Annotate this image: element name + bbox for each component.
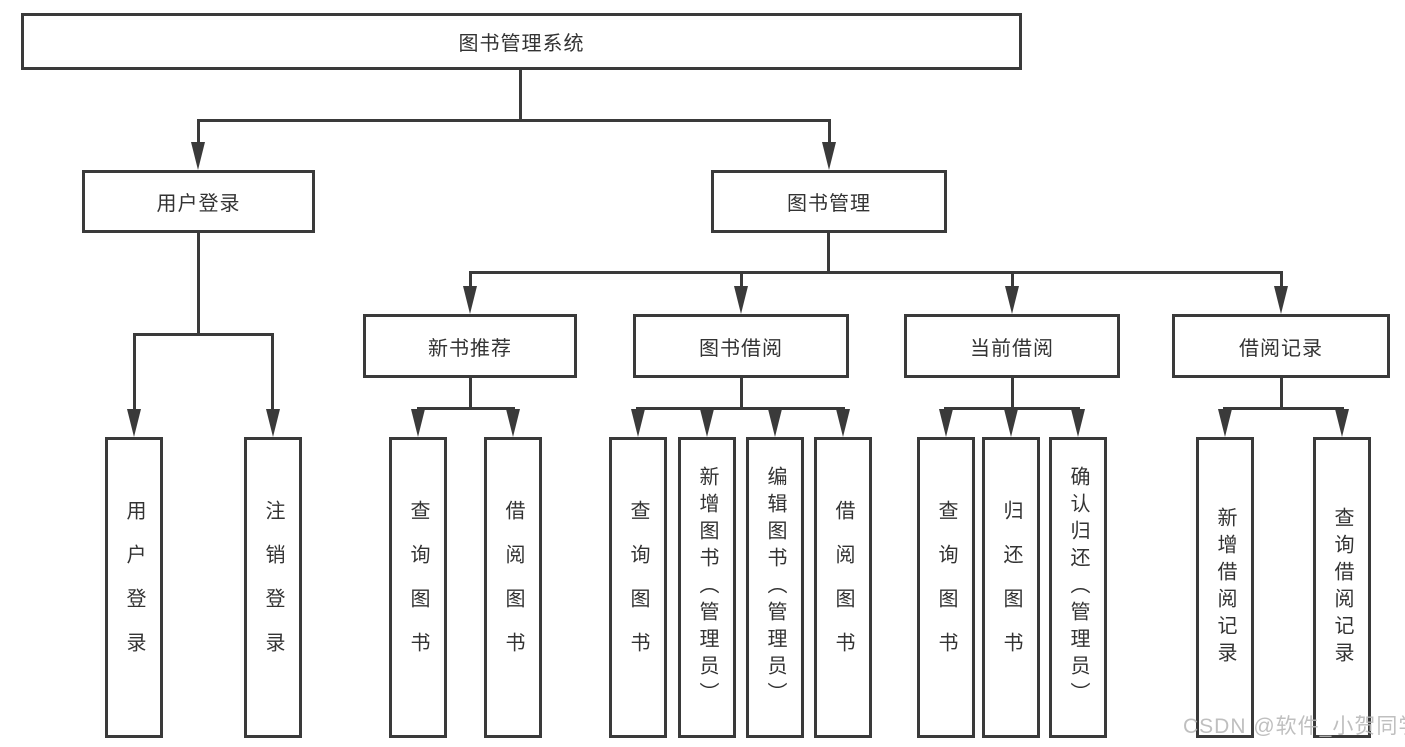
- leaf-return-books: 归还图书: [982, 437, 1040, 738]
- leaf-user-login: 用户登录: [105, 437, 163, 738]
- leaf-logout: 注销登录: [244, 437, 302, 738]
- arrow-down-icon: [836, 409, 850, 437]
- connector-line: [197, 119, 200, 147]
- connector-line: [740, 378, 743, 410]
- connector-line: [636, 407, 845, 410]
- connector-line: [197, 119, 831, 122]
- arrow-down-icon: [822, 142, 836, 170]
- leaf-label: 新增借阅记录: [1214, 506, 1236, 669]
- connector-line: [469, 271, 472, 289]
- leaf-confirm-return-admin: 确认归还（管理员）: [1049, 437, 1107, 738]
- arrow-down-icon: [1335, 409, 1349, 437]
- leaf-query-books-borrow: 查询图书: [609, 437, 667, 738]
- leaf-label: 查询图书: [935, 499, 957, 676]
- arrow-down-icon: [768, 409, 782, 437]
- node-new-book-recommend: 新书推荐: [363, 314, 577, 378]
- node-current-borrow: 当前借阅: [904, 314, 1120, 378]
- leaf-label: 查询借阅记录: [1331, 506, 1353, 669]
- leaf-label: 借阅图书: [832, 499, 854, 676]
- connector-line: [827, 233, 830, 274]
- leaf-borrow-books-recommend: 借阅图书: [484, 437, 542, 738]
- arrow-down-icon: [506, 409, 520, 437]
- leaf-borrow-books: 借阅图书: [814, 437, 872, 738]
- arrow-down-icon: [1218, 409, 1232, 437]
- leaf-query-books-current: 查询图书: [917, 437, 975, 738]
- connector-line: [1011, 271, 1014, 289]
- connector-line: [469, 271, 1283, 274]
- arrow-down-icon: [1071, 409, 1085, 437]
- node-book-borrow: 图书借阅: [633, 314, 849, 378]
- connector-line: [133, 333, 274, 336]
- leaf-label: 查询图书: [407, 499, 429, 676]
- leaf-label: 用户登录: [123, 499, 145, 676]
- connector-line: [828, 119, 831, 147]
- arrow-down-icon: [734, 286, 748, 314]
- connector-line: [417, 407, 515, 410]
- arrow-down-icon: [463, 286, 477, 314]
- arrow-down-icon: [1005, 286, 1019, 314]
- arrow-down-icon: [700, 409, 714, 437]
- leaf-query-borrow-record: 查询借阅记录: [1313, 437, 1371, 738]
- csdn-watermark: CSDN @软件_小贺同学: [1183, 715, 1405, 738]
- leaf-label: 查询图书: [627, 499, 649, 676]
- leaf-add-borrow-record: 新增借阅记录: [1196, 437, 1254, 738]
- node-book-management: 图书管理: [711, 170, 947, 233]
- connector-line: [133, 333, 136, 413]
- leaf-label: 新增图书（管理员）: [696, 466, 718, 709]
- arrow-down-icon: [1004, 409, 1018, 437]
- leaf-query-books-recommend: 查询图书: [389, 437, 447, 738]
- connector-line: [1280, 271, 1283, 289]
- connector-line: [1280, 378, 1283, 410]
- node-root: 图书管理系统: [21, 13, 1022, 70]
- leaf-label: 借阅图书: [502, 499, 524, 676]
- connector-line: [197, 233, 200, 336]
- arrow-down-icon: [127, 409, 141, 437]
- arrow-down-icon: [631, 409, 645, 437]
- node-borrow-records: 借阅记录: [1172, 314, 1390, 378]
- leaf-label: 编辑图书（管理员）: [764, 466, 786, 709]
- arrow-down-icon: [191, 142, 205, 170]
- arrow-down-icon: [266, 409, 280, 437]
- arrow-down-icon: [1274, 286, 1288, 314]
- connector-line: [944, 407, 1080, 410]
- arrow-down-icon: [939, 409, 953, 437]
- connector-line: [469, 378, 472, 410]
- leaf-label: 归还图书: [1000, 499, 1022, 676]
- connector-line: [271, 333, 274, 413]
- connector-line: [740, 271, 743, 289]
- connector-line: [1011, 378, 1014, 410]
- arrow-down-icon: [411, 409, 425, 437]
- leaf-edit-books-admin: 编辑图书（管理员）: [746, 437, 804, 738]
- node-user-login: 用户登录: [82, 170, 315, 233]
- leaf-label: 确认归还（管理员）: [1067, 466, 1089, 709]
- connector-line: [1223, 407, 1344, 410]
- connector-line: [519, 68, 522, 122]
- leaf-add-books-admin: 新增图书（管理员）: [678, 437, 736, 738]
- leaf-label: 注销登录: [262, 499, 284, 676]
